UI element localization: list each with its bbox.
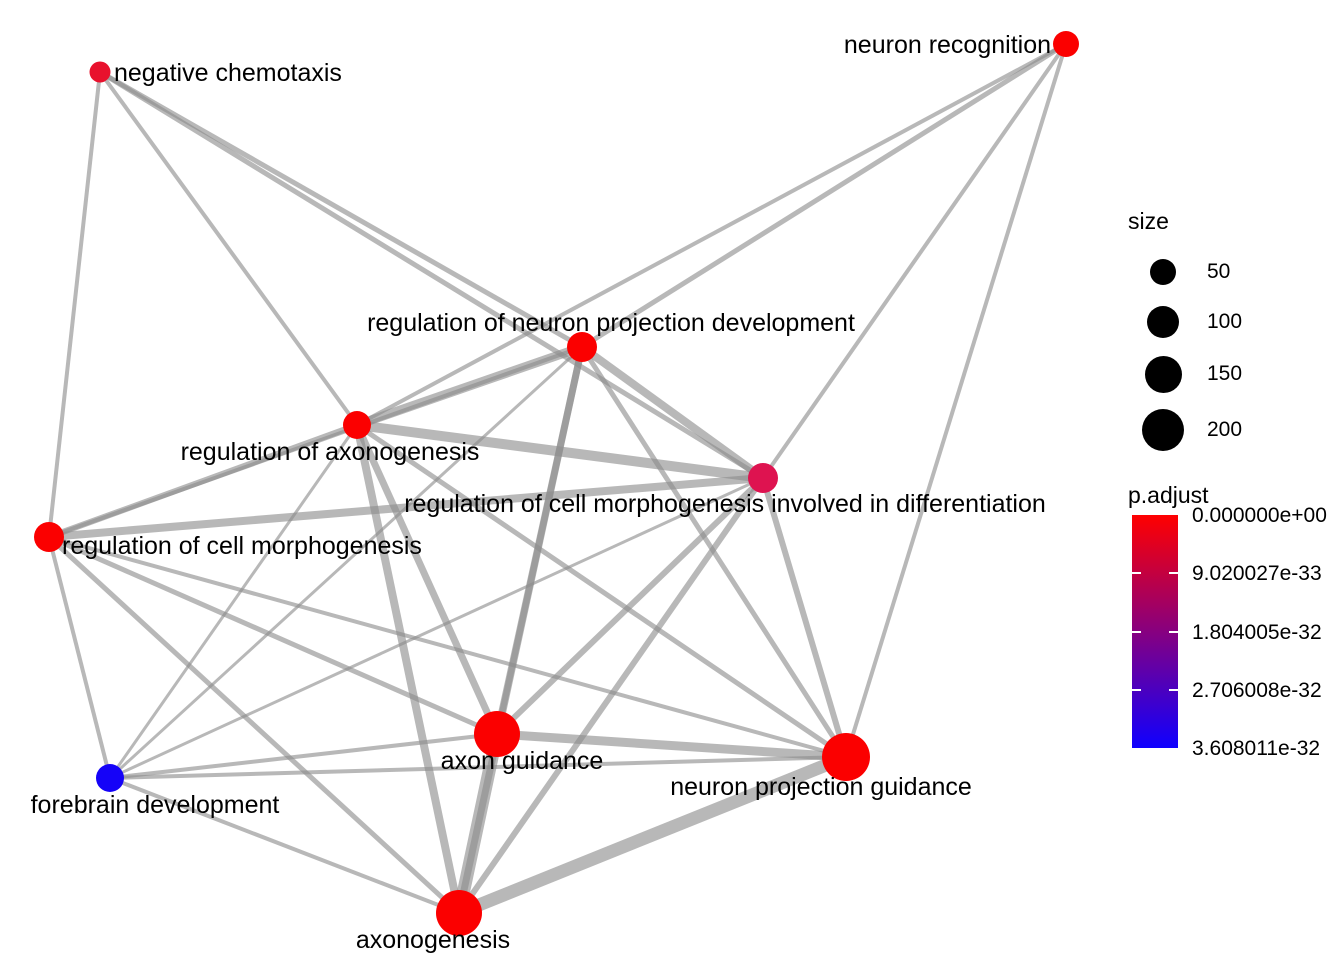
- size-legend-circle-150: [1144, 355, 1182, 393]
- node-axon-guidance: [474, 711, 520, 757]
- padjust-legend: p.adjust 0.000000e+00 9.020027e-33 1.80400…: [1128, 482, 1344, 782]
- node-regulation-of-neuron-projection-development: [567, 332, 597, 362]
- padjust-tick: [1169, 572, 1178, 575]
- edge-neuron-recognition--regulation-of-cell-morphogenesis-involved-in-differentiation: [761, 42, 1068, 480]
- size-legend-label: 150: [1207, 362, 1243, 385]
- node-regulation-of-cell-morphogenesis: [34, 522, 64, 552]
- padjust-label: 2.706008e-32: [1192, 678, 1322, 702]
- size-legend-circle-200: [1142, 409, 1184, 451]
- node-label-regulation-of-cell-morphogenesis: regulation of cell morphogenesis: [62, 532, 422, 560]
- node-neuron-recognition: [1053, 31, 1079, 57]
- padjust-label: 9.020027e-33: [1192, 562, 1322, 586]
- edge-negative-chemotaxis--regulation-of-cell-morphogenesis-involved-in-differentiation: [98, 69, 765, 481]
- size-legend-label: 100: [1207, 310, 1243, 333]
- edge-regulation-of-cell-morphogenesis-involved-in-differentiation--neuron-projection-guidance: [760, 477, 849, 758]
- padjust-tick: [1132, 630, 1141, 633]
- edge-negative-chemotaxis--regulation-of-neuron-projection-development: [98, 69, 584, 350]
- node-label-neuron-projection-guidance: neuron projection guidance: [670, 773, 972, 801]
- padjust-tick: [1132, 572, 1141, 575]
- node-label-regulation-of-neuron-projection-development: regulation of neuron projection developm…: [367, 309, 855, 337]
- padjust-legend-title: p.adjust: [1128, 482, 1209, 508]
- node-regulation-of-axonogenesis: [343, 411, 371, 439]
- edge-regulation-of-cell-morphogenesis--axonogenesis: [47, 535, 461, 915]
- node-label-regulation-of-cell-morphogenesis-involved-in-differentiation: regulation of cell morphogenesis involve…: [404, 490, 1046, 518]
- node-label-axon-guidance: axon guidance: [441, 747, 604, 775]
- edge-regulation-of-axonogenesis--regulation-of-cell-morphogenesis: [47, 422, 359, 540]
- padjust-label: 3.608011e-32: [1192, 737, 1321, 760]
- edge-axon-guidance--neuron-projection-guidance: [496, 729, 847, 762]
- edge-neuron-recognition--neuron-projection-guidance: [844, 43, 1068, 758]
- edge-axon-guidance--forebrain-development: [109, 732, 498, 780]
- size-legend-circle-100: [1147, 306, 1179, 338]
- edge-regulation-of-neuron-projection-development--regulation-of-cell-morphogenesis-involved-in-differentiation: [579, 343, 766, 482]
- edge-regulation-of-cell-morphogenesis-involved-in-differentiation--regulation-of-cell-morphogenesis: [48, 474, 764, 541]
- edge-neuron-projection-guidance--axonogenesis: [456, 750, 849, 920]
- node-label-axonogenesis: axonogenesis: [356, 926, 510, 954]
- edge-neuron-recognition--regulation-of-axonogenesis: [356, 42, 1067, 427]
- edge-regulation-of-cell-morphogenesis-involved-in-differentiation--axonogenesis: [456, 476, 766, 915]
- size-legend-title: size: [1128, 208, 1169, 234]
- edge-neuron-projection-guidance--forebrain-development: [109, 755, 847, 780]
- padjust-label: 0.000000e+00: [1192, 504, 1327, 527]
- node-forebrain-development: [96, 764, 124, 792]
- edge-axon-guidance--axonogenesis: [452, 732, 504, 915]
- edge-negative-chemotaxis--regulation-of-axonogenesis: [98, 70, 359, 427]
- padjust-label: 1.804005e-32: [1192, 620, 1322, 644]
- node-label-forebrain-development: forebrain development: [31, 791, 280, 819]
- edge-regulation-of-cell-morphogenesis-involved-in-differentiation--forebrain-development: [109, 476, 764, 780]
- node-label-negative-chemotaxis: negative chemotaxis: [114, 59, 342, 87]
- edge-regulation-of-cell-morphogenesis-involved-in-differentiation--axon-guidance: [494, 475, 766, 737]
- edge-neuron-recognition--regulation-of-neuron-projection-development: [580, 41, 1068, 350]
- edge-regulation-of-cell-morphogenesis--forebrain-development: [47, 536, 112, 779]
- edge-forebrain-development--axonogenesis: [109, 776, 460, 915]
- edge-regulation-of-neuron-projection-development--forebrain-development: [108, 345, 584, 780]
- size-legend-label: 200: [1207, 418, 1243, 441]
- edge-regulation-of-axonogenesis--axon-guidance: [353, 423, 501, 736]
- size-legend: size 50 100 150 200: [1128, 208, 1338, 458]
- edge-regulation-of-axonogenesis--forebrain-development: [108, 424, 359, 779]
- padjust-tick: [1169, 630, 1178, 633]
- size-legend-label: 50: [1207, 260, 1231, 283]
- padjust-tick: [1132, 688, 1141, 691]
- node-label-neuron-recognition: neuron recognition: [844, 31, 1051, 59]
- edge-regulation-of-axonogenesis--neuron-projection-guidance: [355, 422, 848, 760]
- edge-negative-chemotaxis--regulation-of-cell-morphogenesis: [47, 71, 102, 538]
- node-axonogenesis: [436, 890, 482, 936]
- node-label-regulation-of-axonogenesis: regulation of axonogenesis: [181, 438, 480, 466]
- padjust-colorbar: [1132, 515, 1178, 748]
- edge-regulation-of-cell-morphogenesis--axon-guidance: [47, 534, 499, 737]
- edge-regulation-of-axonogenesis--regulation-of-cell-morphogenesis-involved-in-differentiation: [356, 420, 764, 483]
- node-neuron-projection-guidance: [822, 733, 870, 781]
- node-negative-chemotaxis: [89, 61, 111, 83]
- size-legend-circle-50: [1150, 259, 1176, 285]
- node-regulation-of-cell-morphogenesis-involved-in-differentiation: [748, 463, 778, 493]
- padjust-tick: [1169, 688, 1178, 691]
- edge-regulation-of-cell-morphogenesis--neuron-projection-guidance: [48, 535, 847, 759]
